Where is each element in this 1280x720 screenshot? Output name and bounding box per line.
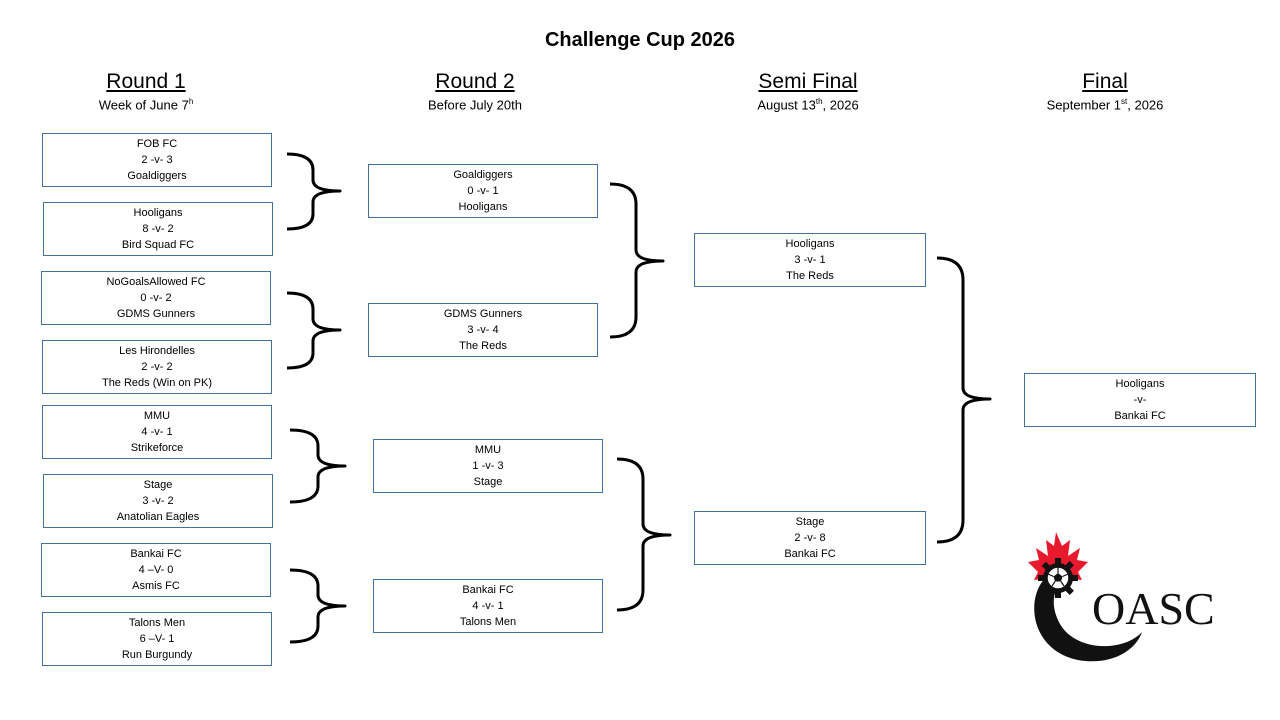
match-score: 0 -v- 2 bbox=[140, 292, 172, 304]
team-name: Talons Men bbox=[459, 616, 517, 628]
team-name: Bankai FC bbox=[462, 584, 514, 596]
match-score: 8 -v- 2 bbox=[142, 223, 174, 235]
team-name: NoGoalsAllowed FC bbox=[106, 276, 206, 288]
match-score: 0 -v- 1 bbox=[467, 185, 499, 197]
team-name: Les Hirondelles bbox=[119, 345, 195, 357]
match-box-round2: MMU 1 -v- 3 Stage bbox=[373, 439, 603, 493]
column-title: Semi Final bbox=[758, 70, 858, 93]
team-name: Strikeforce bbox=[130, 442, 184, 454]
team-name: Goaldiggers bbox=[453, 169, 513, 181]
column-header-final: Final September 1st, 2026 bbox=[985, 70, 1225, 112]
match-box-round1: Les Hirondelles 2 -v- 2 The Reds (Win on P… bbox=[42, 340, 272, 394]
crescent-swoosh bbox=[1034, 574, 1142, 662]
match-box-semi-final: Hooligans 3 -v- 1 The Reds bbox=[694, 233, 926, 287]
team-name: Bird Squad FC bbox=[121, 239, 195, 251]
bracket-connector bbox=[289, 568, 347, 644]
bracket-connector bbox=[289, 428, 347, 504]
team-name: MMU bbox=[143, 410, 171, 422]
page-title: Challenge Cup 2026 bbox=[544, 29, 736, 51]
match-box-round2: GDMS Gunners 3 -v- 4 The Reds bbox=[368, 303, 598, 357]
match-box-round1: FOB FC 2 -v- 3 Goaldiggers bbox=[42, 133, 272, 187]
team-name: The Reds bbox=[786, 270, 834, 282]
match-box-round1: Hooligans 8 -v- 2 Bird Squad FC bbox=[43, 202, 273, 256]
team-name: Asmis FC bbox=[132, 580, 180, 592]
team-name: The Reds bbox=[459, 340, 507, 352]
match-score: 2 -v- 3 bbox=[141, 154, 173, 166]
match-box-round1: Talons Men 6 –V- 1 Run Burgundy bbox=[42, 612, 272, 666]
match-score: 4 –V- 0 bbox=[138, 564, 174, 576]
column-header-round1: Round 1 Week of June 7h bbox=[26, 70, 266, 112]
team-name: Stage bbox=[795, 516, 825, 528]
team-name: Stage bbox=[473, 476, 503, 488]
column-title: Round 2 bbox=[435, 70, 515, 93]
team-name: Anatolian Eagles bbox=[116, 511, 200, 523]
soccer-ball-icon bbox=[1046, 566, 1070, 590]
match-box-round1: MMU 4 -v- 1 Strikeforce bbox=[42, 405, 272, 459]
match-score: 3 -v- 1 bbox=[794, 254, 826, 266]
match-score: 4 -v- 1 bbox=[472, 600, 504, 612]
team-name: Stage bbox=[143, 479, 173, 491]
match-box-final: Hooligans -v- Bankai FC bbox=[1024, 373, 1256, 427]
match-score: 4 -v- 1 bbox=[141, 426, 173, 438]
column-header-semi-final: Semi Final August 13th, 2026 bbox=[688, 70, 928, 112]
team-name: Bankai FC bbox=[130, 548, 182, 560]
match-box-semi-final: Stage 2 -v- 8 Bankai FC bbox=[694, 511, 926, 565]
column-date: August 13th, 2026 bbox=[757, 97, 859, 113]
team-name: MMU bbox=[474, 444, 502, 456]
team-name: FOB FC bbox=[136, 138, 178, 150]
match-box-round2: Bankai FC 4 -v- 1 Talons Men bbox=[373, 579, 603, 633]
oasc-logo: OASC bbox=[1020, 528, 1240, 668]
column-date: Before July 20th bbox=[428, 97, 522, 113]
match-box-round1: Stage 3 -v- 2 Anatolian Eagles bbox=[43, 474, 273, 528]
team-name: Hooligans bbox=[785, 238, 835, 250]
team-name: The Reds (Win on PK) bbox=[101, 377, 213, 389]
match-box-round1: Bankai FC 4 –V- 0 Asmis FC bbox=[41, 543, 271, 597]
column-date: Week of June 7h bbox=[98, 97, 194, 113]
team-name: Talons Men bbox=[128, 617, 186, 629]
match-score: 3 -v- 2 bbox=[142, 495, 174, 507]
team-name: Bankai FC bbox=[1114, 410, 1166, 422]
match-score: 2 -v- 8 bbox=[794, 532, 826, 544]
logo-text: OASC bbox=[1092, 583, 1215, 634]
match-score: 2 -v- 2 bbox=[141, 361, 173, 373]
team-name: Hooligans bbox=[133, 207, 183, 219]
bracket-connector bbox=[609, 182, 665, 339]
team-name: Bankai FC bbox=[784, 548, 836, 560]
team-name: GDMS Gunners bbox=[443, 308, 523, 320]
bracket-connector bbox=[936, 256, 992, 544]
match-score: 3 -v- 4 bbox=[467, 324, 499, 336]
match-box-round1: NoGoalsAllowed FC 0 -v- 2 GDMS Gunners bbox=[41, 271, 271, 325]
team-name: Run Burgundy bbox=[121, 649, 193, 661]
match-score: -v- bbox=[1133, 394, 1147, 406]
bracket-connector bbox=[286, 152, 342, 231]
team-name: GDMS Gunners bbox=[116, 308, 196, 320]
bracket-connector bbox=[286, 291, 342, 370]
team-name: Hooligans bbox=[458, 201, 508, 213]
team-name: Goaldiggers bbox=[127, 170, 187, 182]
team-name: Hooligans bbox=[1115, 378, 1165, 390]
column-title: Round 1 bbox=[106, 70, 186, 93]
column-header-round2: Round 2 Before July 20th bbox=[355, 70, 595, 112]
match-box-round2: Goaldiggers 0 -v- 1 Hooligans bbox=[368, 164, 598, 218]
bracket-connector bbox=[616, 457, 672, 612]
column-title: Final bbox=[1082, 70, 1128, 93]
match-score: 1 -v- 3 bbox=[472, 460, 504, 472]
match-score: 6 –V- 1 bbox=[139, 633, 175, 645]
column-date: September 1st, 2026 bbox=[1046, 97, 1164, 113]
